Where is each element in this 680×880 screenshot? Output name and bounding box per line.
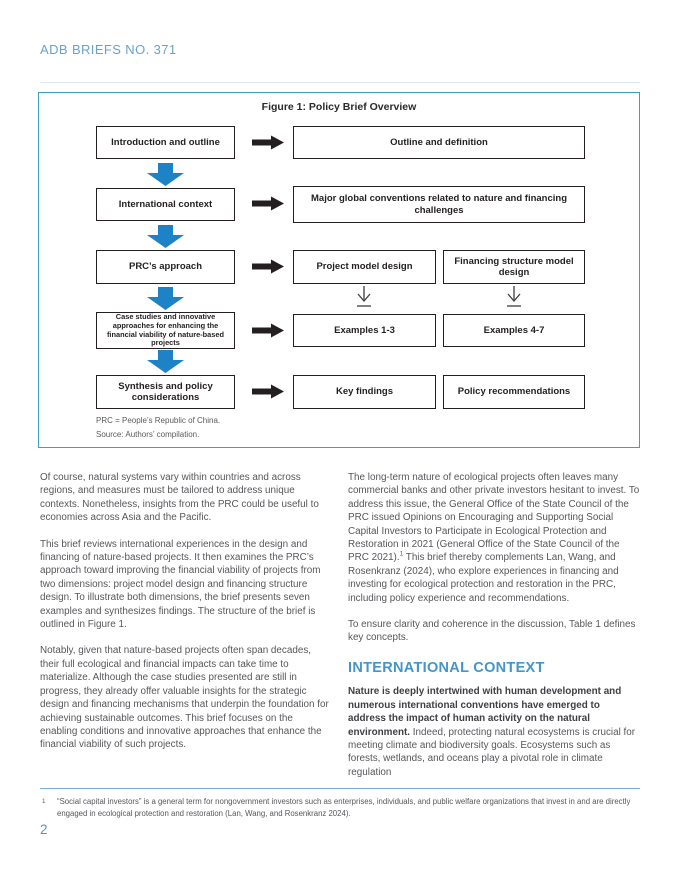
page-number: 2 <box>40 822 48 837</box>
flow-box-policy-recommendations: Policy recommendations <box>443 375 585 409</box>
header-divider <box>40 82 640 83</box>
paragraph-ecological-financing: The long-term nature of ecological proje… <box>348 471 640 605</box>
flow-box-examples-4-7: Examples 4-7 <box>443 314 585 347</box>
paragraph-project-timescales: Notably, given that nature-based project… <box>40 645 329 751</box>
section-heading-international-context: INTERNATIONAL CONTEXT <box>348 659 545 676</box>
down-arrow-icon <box>147 163 184 186</box>
figure-title: Figure 1: Policy Brief Overview <box>261 101 417 113</box>
figure-note-prc-definition: PRC = People’s Republic of China. <box>96 416 221 425</box>
paragraph-text: The long-term nature of ecological proje… <box>348 472 640 564</box>
flow-box-international-context: International context <box>96 188 235 221</box>
paragraph-context-variation: Of course, natural systems vary within c… <box>40 472 319 524</box>
flow-box-key-findings: Key findings <box>293 375 436 409</box>
right-arrow-icon <box>252 196 284 211</box>
paragraph-text: Indeed, protecting natural ecosystems is… <box>348 726 636 778</box>
paragraph-table-reference: To ensure clarity and coherence in the d… <box>348 619 636 644</box>
brief-series-header: ADB BRIEFS NO. 371 <box>40 42 177 57</box>
body-column-left: Of course, natural systems vary within c… <box>40 471 332 765</box>
connector-arrow-icon <box>507 286 521 307</box>
paragraph-nature-conventions: Nature is deeply intertwined with human … <box>348 685 640 779</box>
flow-box-financing-structure-model-design: Financing structure model design <box>443 250 585 284</box>
right-arrow-icon <box>252 384 284 399</box>
footnote-marker: 1 <box>42 798 46 805</box>
paragraph-brief-structure: This brief reviews international experie… <box>40 538 321 631</box>
down-arrow-icon <box>147 350 184 373</box>
paragraph-text: This brief thereby complements Lan, Wang… <box>348 552 619 604</box>
footnote-reference: 1 <box>399 551 404 559</box>
flow-box-case-studies: Case studies and innovative approaches f… <box>96 312 235 349</box>
footnote-text: “Social capital investors” is a general … <box>57 797 631 818</box>
flow-box-introduction-and-outline: Introduction and outline <box>96 126 235 159</box>
flow-box-synthesis-policy: Synthesis and policy considerations <box>96 375 235 409</box>
footnote-divider <box>40 788 640 789</box>
flow-box-global-conventions: Major global conventions related to natu… <box>293 186 585 223</box>
down-arrow-icon <box>147 225 184 248</box>
right-arrow-icon <box>252 323 284 338</box>
body-column-right: The long-term nature of ecological proje… <box>348 471 640 792</box>
flow-box-outline-and-definition: Outline and definition <box>293 126 585 159</box>
footnote: 1 “Social capital investors” is a genera… <box>40 796 640 819</box>
right-arrow-icon <box>252 259 284 274</box>
figure-note-source: Source: Authors’ compilation. <box>96 430 200 439</box>
connector-arrow-icon <box>357 286 371 307</box>
flow-box-examples-1-3: Examples 1-3 <box>293 314 436 347</box>
flow-box-prc-approach: PRC’s approach <box>96 250 235 284</box>
figure-1-panel: Figure 1: Policy Brief Overview Introduc… <box>38 92 640 448</box>
right-arrow-icon <box>252 135 284 150</box>
paragraph-lead-bold: Nature is deeply intertwined with human … <box>348 686 622 738</box>
down-arrow-icon <box>147 287 184 310</box>
flow-box-project-model-design: Project model design <box>293 250 436 284</box>
